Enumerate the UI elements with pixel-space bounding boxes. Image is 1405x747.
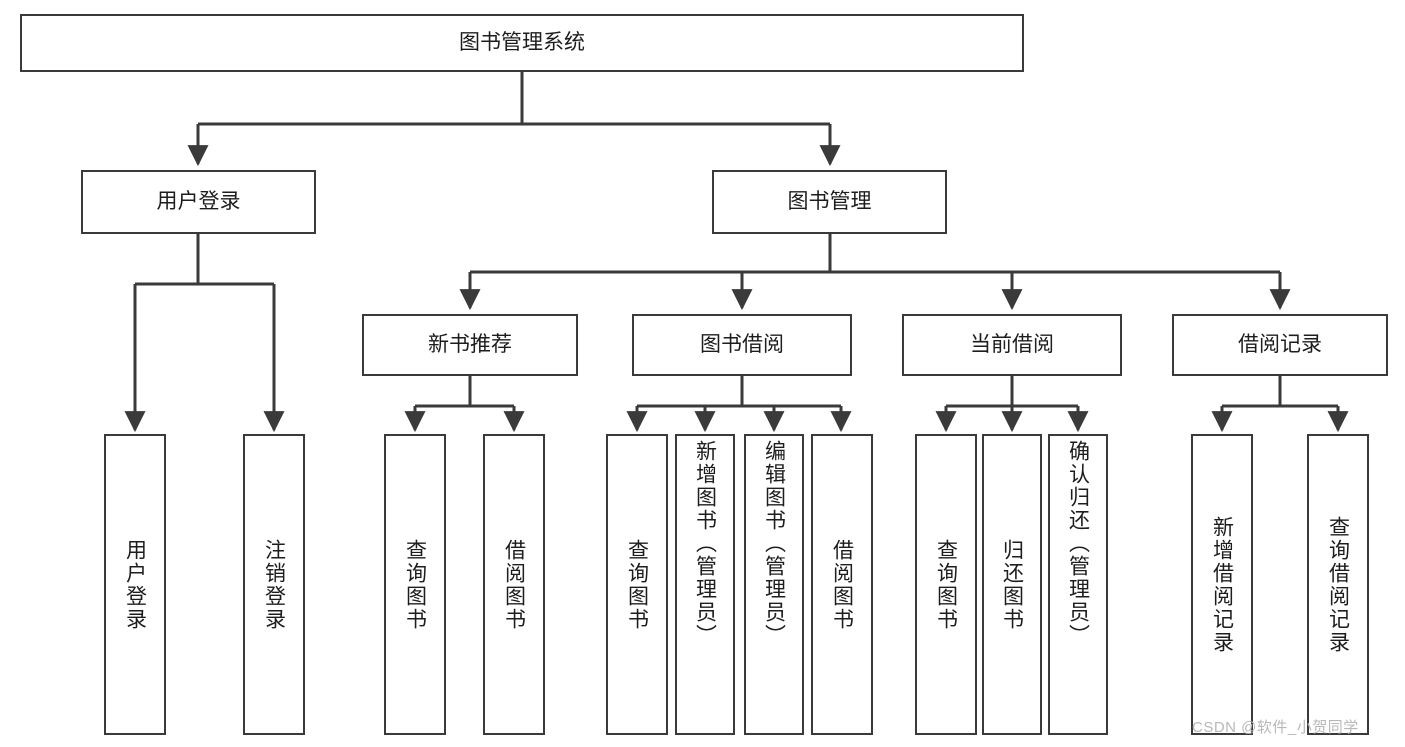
node-label: 注销登录 [262, 538, 286, 631]
node-current-borrow[interactable]: 当前借阅 [902, 314, 1122, 376]
node-root-system[interactable]: 图书管理系统 [20, 14, 1024, 72]
leaf-confirm-return[interactable]: 确认归还（管理员） [1048, 434, 1108, 735]
leaf-query-record[interactable]: 查询借阅记录 [1307, 434, 1369, 735]
node-label: 用户登录 [156, 189, 241, 213]
node-label: 图书借阅 [700, 332, 784, 356]
leaf-add-book[interactable]: 新增图书（管理员） [675, 434, 735, 735]
node-book-manage[interactable]: 图书管理 [712, 170, 947, 234]
leaf-borrow-book-2[interactable]: 借阅图书 [811, 434, 873, 735]
leaf-add-record[interactable]: 新增借阅记录 [1191, 434, 1253, 735]
node-borrow-record[interactable]: 借阅记录 [1172, 314, 1388, 376]
node-label: 新增图书（管理员） [693, 440, 717, 647]
node-label: 借阅记录 [1238, 332, 1322, 356]
node-book-borrow[interactable]: 图书借阅 [632, 314, 852, 376]
node-label: 查询图书 [625, 538, 649, 631]
node-label: 新书推荐 [428, 332, 512, 356]
node-label: 用户登录 [123, 538, 147, 631]
node-label: 图书管理 [787, 189, 872, 213]
node-label: 查询图书 [403, 538, 427, 631]
node-label: 查询借阅记录 [1326, 515, 1350, 654]
node-label: 归还图书 [1000, 538, 1024, 631]
node-label: 查询图书 [934, 538, 958, 631]
leaf-query-book-1[interactable]: 查询图书 [384, 434, 446, 735]
node-label: 编辑图书（管理员） [762, 440, 786, 647]
node-label: 新增借阅记录 [1210, 515, 1234, 654]
node-new-book-rec[interactable]: 新书推荐 [362, 314, 578, 376]
leaf-return-book[interactable]: 归还图书 [982, 434, 1042, 735]
node-label: 图书管理系统 [459, 30, 585, 54]
node-label: 借阅图书 [502, 538, 526, 631]
csdn-watermark: CSDN @软件_小贺同学 [1192, 719, 1359, 736]
node-label: 确认归还（管理员） [1066, 440, 1090, 647]
node-user-login[interactable]: 用户登录 [81, 170, 316, 234]
node-label: 当前借阅 [970, 332, 1054, 356]
leaf-edit-book[interactable]: 编辑图书（管理员） [744, 434, 804, 735]
leaf-user-login[interactable]: 用户登录 [104, 434, 166, 735]
leaf-query-book-2[interactable]: 查询图书 [606, 434, 668, 735]
node-label: 借阅图书 [830, 538, 854, 631]
leaf-borrow-book-1[interactable]: 借阅图书 [483, 434, 545, 735]
leaf-logout-login[interactable]: 注销登录 [243, 434, 305, 735]
leaf-query-book-3[interactable]: 查询图书 [915, 434, 977, 735]
